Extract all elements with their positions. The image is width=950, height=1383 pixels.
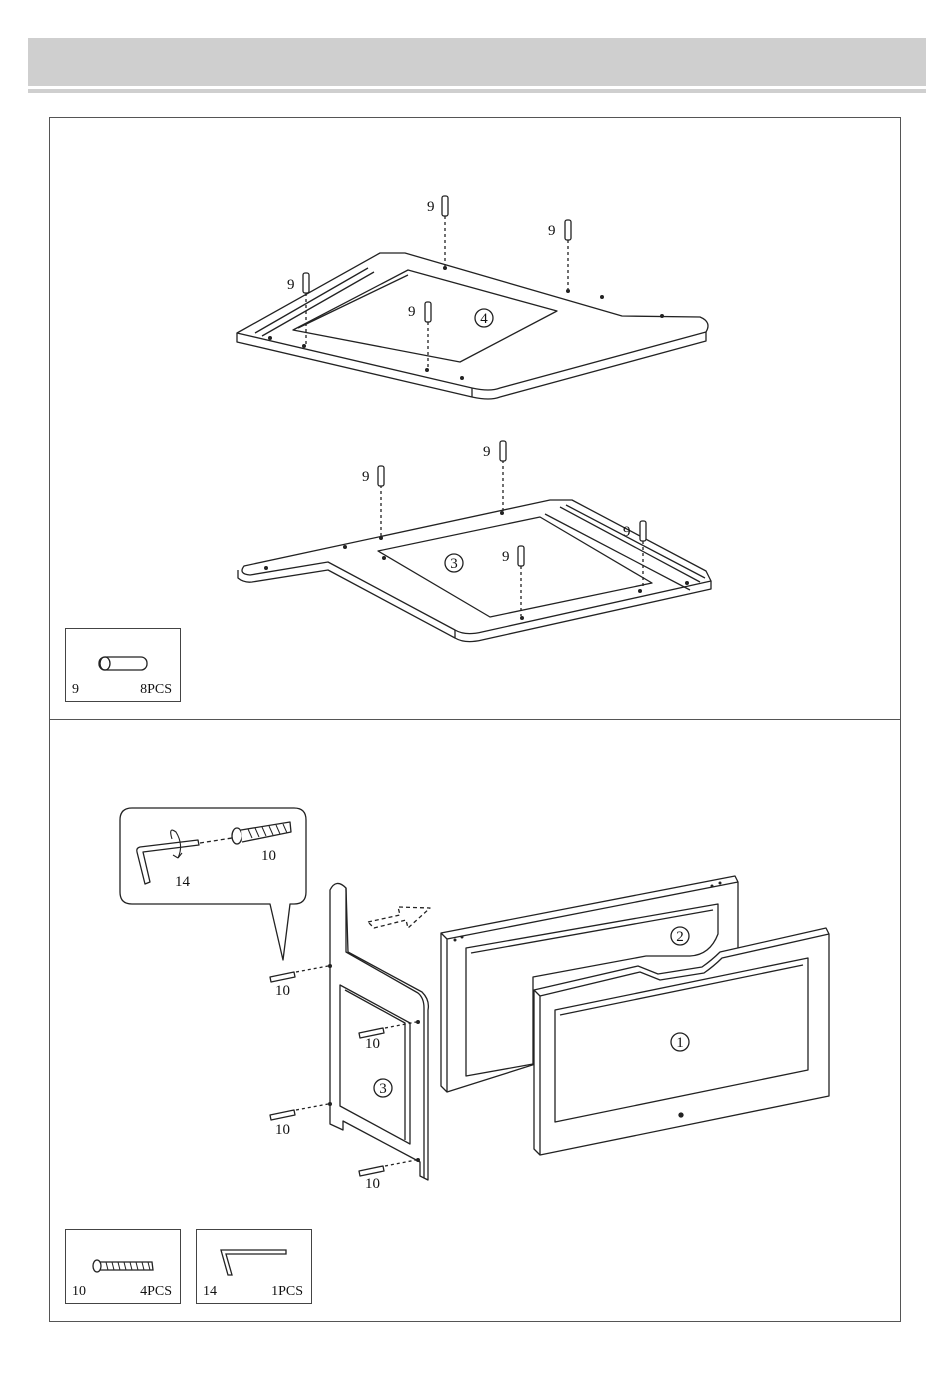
dowel-icon <box>99 657 147 670</box>
screw-icon <box>93 1260 153 1272</box>
allen-key-icon <box>221 1250 286 1275</box>
